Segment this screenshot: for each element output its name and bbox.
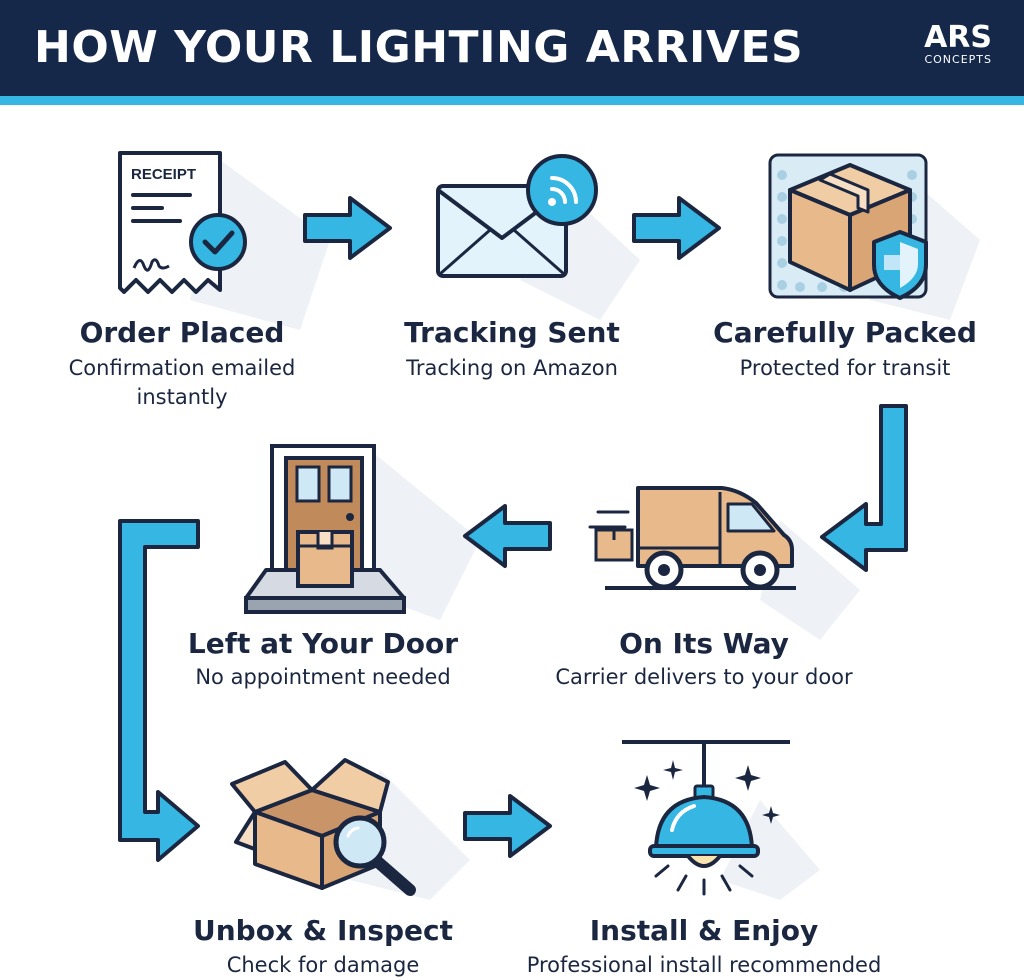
open-box-magnifier-icon (230, 758, 416, 896)
brand-logo: ARS CONCEPTS (924, 22, 992, 66)
receipt-check-icon: RECEIPT (118, 151, 247, 294)
arrow-right-6 (463, 794, 552, 858)
step-2-title: Tracking Sent (404, 316, 620, 349)
step-7-desc: Professional install recommended (526, 953, 882, 977)
step-6-desc: Check for damage (226, 953, 420, 977)
logo-sub: CONCEPTS (924, 53, 992, 66)
step-4-desc: Carrier delivers to your door (555, 665, 853, 689)
step-5-desc: No appointment needed (195, 665, 451, 689)
step-1-desc: Confirmation emailed instantly (68, 356, 296, 409)
delivery-van-icon (588, 486, 796, 590)
step-4-title: On Its Way (619, 627, 789, 660)
arrow-right-2 (632, 196, 721, 260)
receipt-label: RECEIPT (131, 166, 196, 183)
step-3-desc: Protected for transit (739, 356, 951, 380)
step-3-title: Carefully Packed (713, 316, 977, 349)
arrow-right-1 (303, 196, 392, 260)
envelope-signal-icon (436, 154, 598, 278)
arrow-left-4 (463, 504, 552, 568)
pendant-lamp-icon (622, 740, 790, 896)
arrow-down-right-5 (118, 519, 200, 862)
header-bar: HOW YOUR LIGHTING ARRIVES ARS CONCEPTS (0, 0, 1024, 96)
door-package-icon (244, 444, 406, 614)
step-6-title: Unbox & Inspect (193, 914, 453, 947)
step-2-desc: Tracking on Amazon (406, 356, 618, 380)
step-7-title: Install & Enjoy (589, 914, 819, 947)
arrow-down-left-3 (820, 404, 908, 572)
step-1-title: Order Placed (79, 316, 285, 349)
box-shield-icon (768, 153, 928, 300)
page-title: HOW YOUR LIGHTING ARRIVES (34, 22, 804, 73)
header-accent-stripe (0, 96, 1024, 105)
logo-main: ARS (924, 20, 992, 55)
step-5-title: Left at Your Door (187, 627, 459, 660)
